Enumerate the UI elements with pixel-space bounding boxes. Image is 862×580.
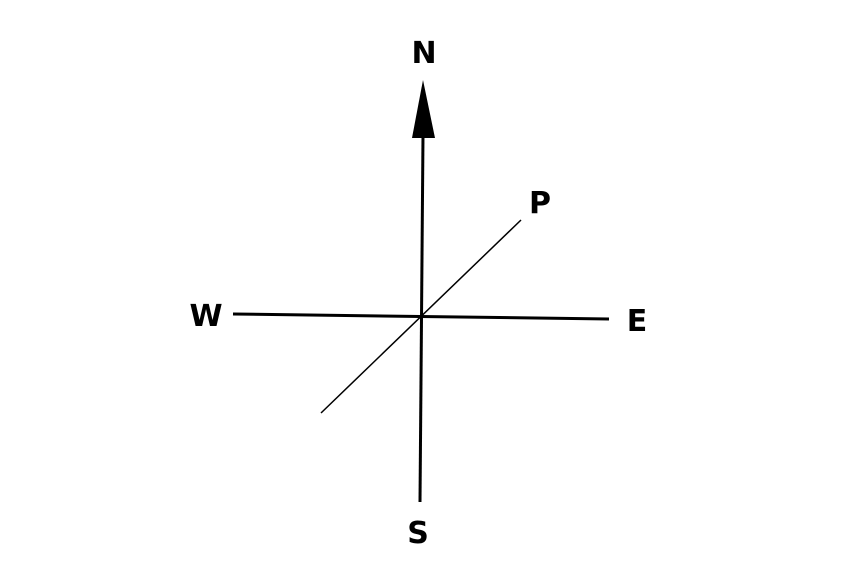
north-south-axis [418,134,425,503]
south-label: S [407,516,429,551]
line-op [320,219,522,414]
east-label: E [627,304,648,339]
north-arrowhead [412,80,435,138]
north-label: N [411,36,436,71]
west-label: W [189,299,222,334]
point-p-label: P [529,186,551,221]
